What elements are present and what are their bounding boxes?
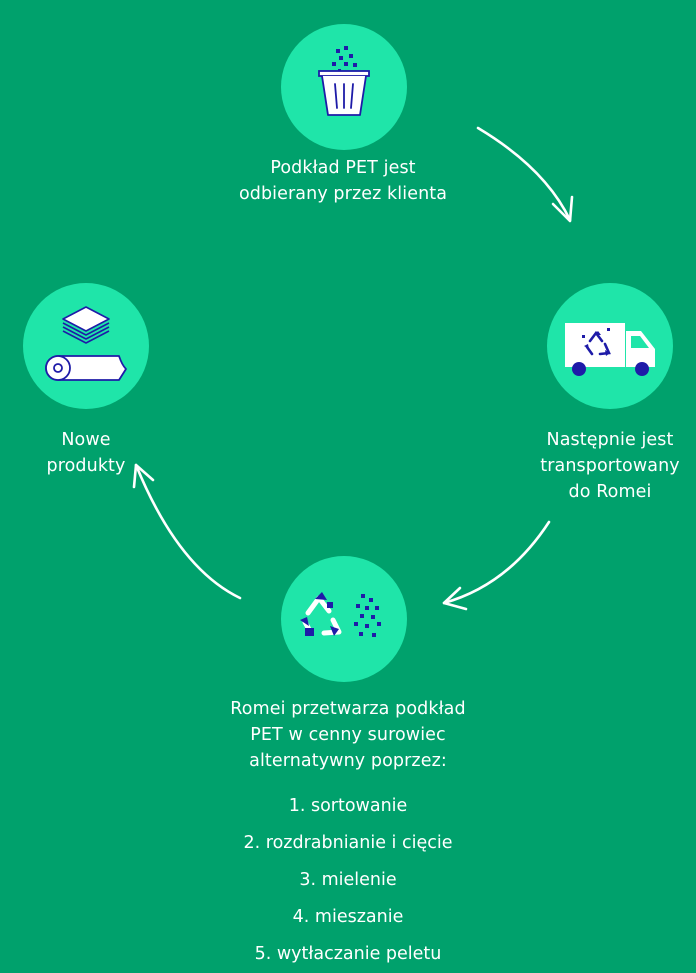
label-line: Nowe bbox=[61, 430, 111, 450]
arrow-process-to-products bbox=[132, 463, 242, 600]
list-item: 1. sortowanie bbox=[288, 796, 408, 816]
list-item: 4. mieszanie bbox=[292, 907, 404, 927]
label-line: transportowany bbox=[540, 456, 680, 476]
trash-bin-icon bbox=[318, 46, 370, 116]
label-line: Romei przetwarza podkład bbox=[230, 699, 466, 719]
layers-and-roll-icon bbox=[45, 306, 127, 381]
recycling-truck-icon bbox=[565, 323, 655, 376]
list-item: 2. rozdrabnianie i cięcie bbox=[243, 833, 453, 853]
recycling-granules-icon bbox=[300, 592, 381, 637]
step-products-circle bbox=[23, 283, 149, 409]
label-line: Następnie jest bbox=[546, 430, 674, 450]
step-collect-circle bbox=[281, 24, 407, 150]
step-products-label: Nowe produkty bbox=[0, 427, 172, 479]
label-line: Podkład PET jest bbox=[270, 158, 416, 178]
list-item: 3. mielenie bbox=[299, 870, 397, 890]
step-collect-label: Podkład PET jest odbierany przez klienta bbox=[193, 155, 493, 207]
label-line: odbierany przez klienta bbox=[238, 184, 448, 204]
step-transport-label: Następnie jest transportowany do Romei bbox=[500, 427, 696, 505]
step-process-circle bbox=[281, 556, 407, 682]
label-line: alternatywny poprzez: bbox=[249, 751, 447, 771]
label-line: produkty bbox=[46, 456, 126, 476]
process-substeps-list: 1. sortowanie 2. rozdrabnianie i cięcie … bbox=[148, 788, 548, 973]
arrow-transport-to-process bbox=[442, 520, 551, 611]
step-transport-circle bbox=[547, 283, 673, 409]
arrow-collect-to-transport bbox=[476, 126, 574, 223]
step-process-label: Romei przetwarza podkład PET w cenny sur… bbox=[168, 696, 528, 774]
label-line: PET w cenny surowiec bbox=[250, 725, 446, 745]
label-line: do Romei bbox=[568, 482, 652, 502]
list-item: 5. wytłaczanie peletu bbox=[254, 944, 442, 964]
